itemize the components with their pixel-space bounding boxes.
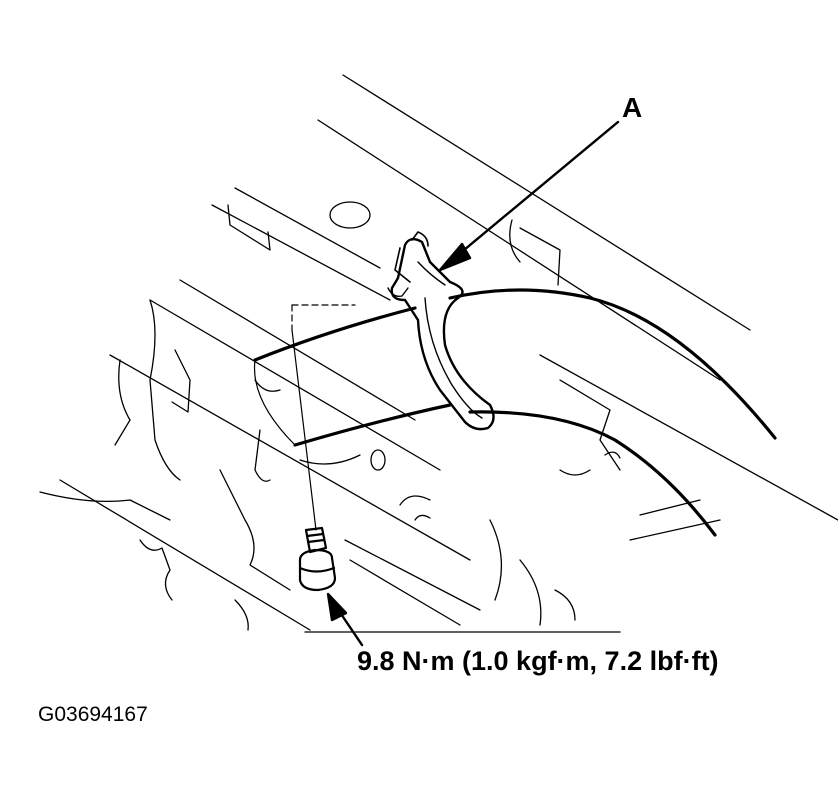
floor-panel: [59, 74, 838, 631]
exhaust-hanger-bracket: [387, 231, 495, 431]
chassis-tunnel: [39, 299, 621, 633]
callout-arrow-a: [438, 120, 620, 272]
bolt-axis-line: [291, 329, 317, 531]
bolt-torque-spec: 9.8 N·m (1.0 kgf·m, 7.2 lbf·ft): [357, 646, 719, 676]
callout-label-a: A: [622, 92, 643, 123]
flange-bolt-icon: [298, 526, 337, 592]
bolt-alignment-line: [291, 304, 356, 331]
exhaust-pipe: [253, 288, 777, 537]
figure-id: G03694167: [38, 703, 148, 726]
callout-arrow-torque: [326, 592, 364, 647]
